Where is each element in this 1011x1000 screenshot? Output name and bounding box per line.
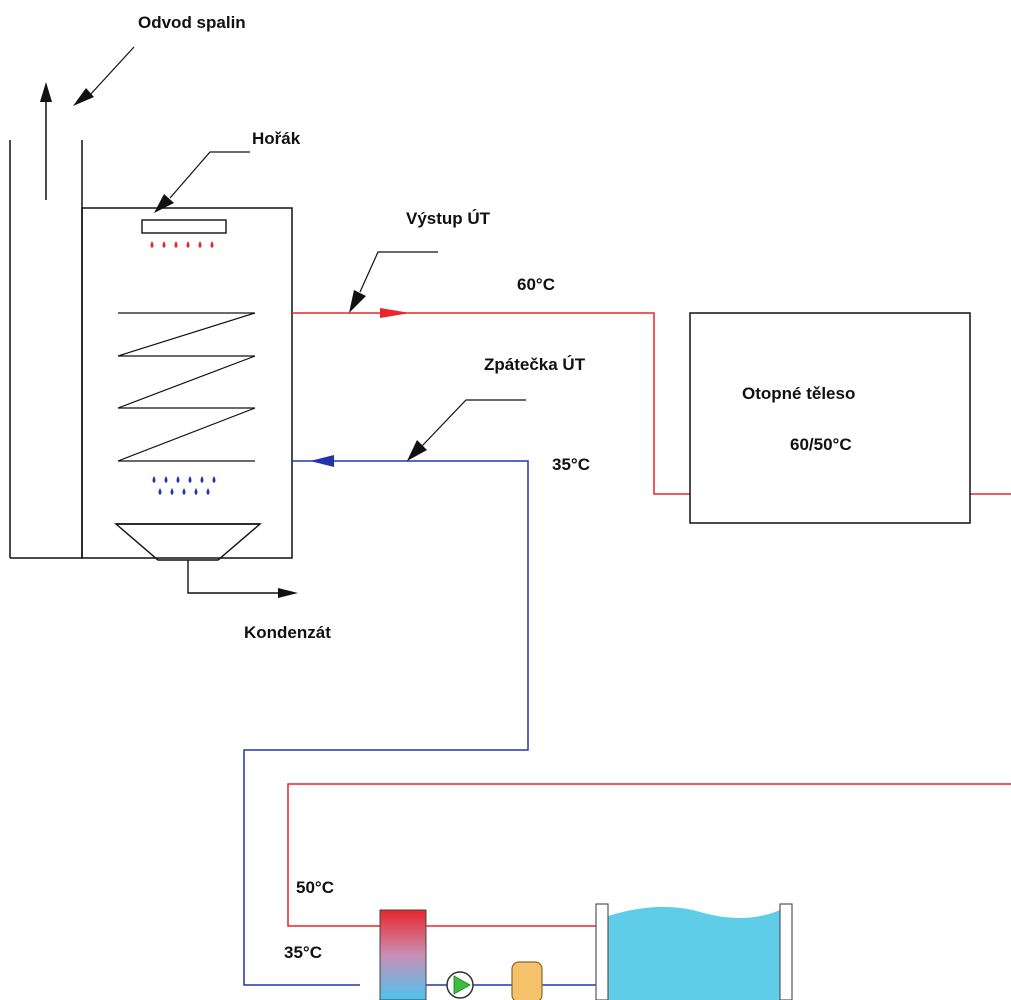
- pool-supply-temp-label: 50°C: [296, 878, 334, 897]
- return-temp-label: 35°C: [552, 455, 590, 474]
- return-flow-arrow: [310, 455, 334, 467]
- return-pipe: [243, 460, 529, 986]
- droplet-icon: [152, 476, 216, 495]
- pool-supply-pipe: [287, 783, 1011, 927]
- supply-flow-arrow: [380, 308, 410, 318]
- boiler-coil: [117, 312, 256, 462]
- supply-temp-label: 60°C: [517, 275, 555, 294]
- burner-label: Hořák: [252, 129, 301, 148]
- supply-leader: [349, 251, 438, 313]
- boiler-body: [81, 207, 293, 559]
- radiator-label: Otopné těleso: [742, 384, 855, 403]
- flame-icon: [150, 241, 214, 248]
- return-leader: [407, 399, 526, 461]
- supply-pipe: [292, 312, 1011, 495]
- flue-casing: [9, 140, 83, 559]
- pool: [595, 903, 793, 1000]
- condensate-arrow: [187, 560, 298, 598]
- flue-label: Odvod spalin: [138, 13, 246, 32]
- heat-exchanger-icon: [379, 909, 427, 1000]
- burner: [141, 219, 227, 234]
- condensate-trap: [114, 523, 262, 561]
- condensate-label: Kondenzát: [244, 623, 331, 642]
- burner-leader: [154, 151, 250, 213]
- pool-return-temp-label: 35°C: [284, 943, 322, 962]
- radiator: [689, 312, 971, 524]
- radiator-temp-label: 60/50°C: [790, 435, 852, 454]
- pump-icon: [446, 971, 474, 999]
- flue-leader: [73, 46, 135, 106]
- filter-tank: [511, 961, 543, 1000]
- flue-exhaust-arrow: [40, 82, 52, 200]
- return-label: Zpátečka ÚT: [484, 355, 586, 374]
- supply-label: Výstup ÚT: [406, 209, 491, 228]
